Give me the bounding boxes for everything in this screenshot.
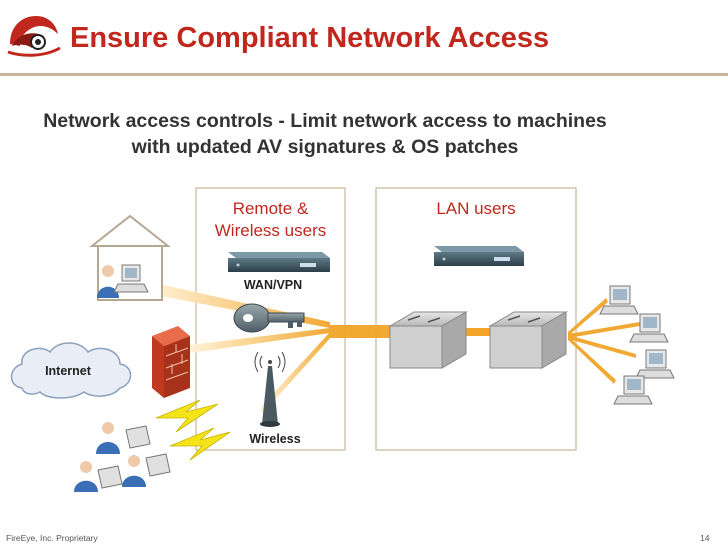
home-user-icon: [97, 265, 119, 298]
lan-appliance-icon: [434, 246, 524, 266]
workstation-icon: [613, 375, 653, 405]
slide-title: Ensure Compliant Network Access: [70, 22, 550, 54]
switch-icon: [388, 311, 468, 369]
slide-subtitle: Network access controls - Limit network …: [43, 110, 607, 158]
key-icon: [233, 303, 305, 333]
switch-link: [455, 328, 500, 336]
wireless-antenna-icon: [254, 351, 286, 427]
home-workstation-icon: [113, 264, 149, 293]
wan-vpn-label: WAN/VPN: [243, 278, 303, 292]
title-divider: [0, 73, 728, 76]
page-number: 14: [700, 533, 710, 543]
firewall-icon: [152, 326, 190, 398]
workstation-icon: [635, 349, 675, 379]
cloud-icon: [10, 342, 132, 399]
lan-zone-label: LAN users: [436, 199, 516, 218]
remote-users-icon: [74, 422, 171, 492]
vpn-appliance-icon: [228, 252, 330, 272]
remote-zone-label: Remote & Wireless users: [214, 199, 327, 240]
switch-icon: [488, 311, 568, 369]
workstation-icon: [629, 313, 669, 343]
lightning-icon: [155, 399, 231, 461]
wireless-label: Wireless: [249, 432, 301, 446]
fireeye-logo-icon: [7, 16, 61, 57]
footer-company: FireEye, Inc. Proprietary: [6, 533, 98, 543]
workstation-icon: [599, 285, 639, 315]
internet-label: Internet: [45, 364, 91, 378]
